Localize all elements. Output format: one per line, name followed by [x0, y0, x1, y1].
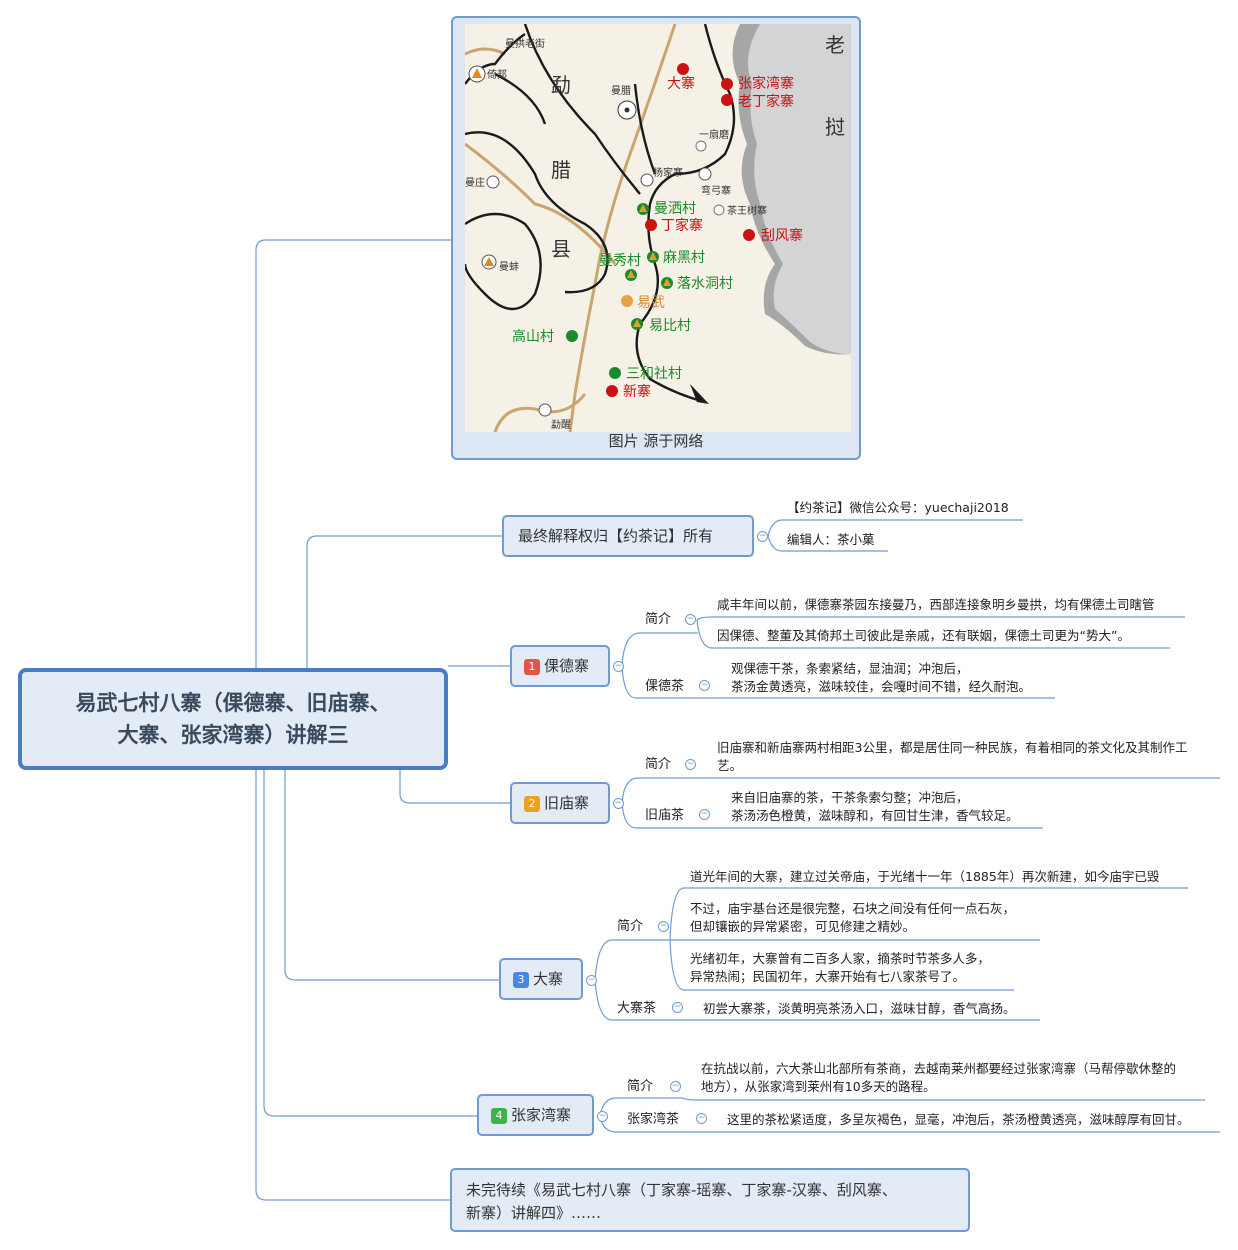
- section-4-collapse-icon[interactable]: −: [597, 1111, 608, 1122]
- section-3-name: 大寨: [533, 970, 564, 988]
- section-2-intro-collapse-icon[interactable]: −: [685, 759, 696, 770]
- section-4-intro-2: 地方），从张家湾到莱州有10多天的路程。: [701, 1079, 936, 1094]
- map-label-laowo-1: 老: [825, 33, 845, 57]
- map-label-yishanmo: 一扇磨: [699, 128, 729, 141]
- section-3-collapse-icon[interactable]: −: [586, 975, 597, 986]
- badge-3: 3: [513, 972, 529, 988]
- section-1-collapse-icon[interactable]: −: [613, 661, 624, 672]
- section-4-name: 张家湾寨: [511, 1106, 572, 1124]
- map-label-yibang: 倚邦: [487, 68, 507, 81]
- copyright-title: 最终解释权归【约茶记】所有: [518, 527, 714, 545]
- section-3-intro-collapse-icon[interactable]: −: [658, 921, 669, 932]
- map-label-sanhe: 三和社村: [626, 366, 682, 382]
- section-2-tea-label: 旧庙茶: [645, 808, 685, 823]
- footer-line2: 新寨）讲解四》……: [466, 1204, 602, 1222]
- map-label-laowo-2: 挝: [825, 115, 845, 139]
- section-3-intro-4: 光绪初年，大寨曾有二百多人家，摘茶时节茶多人多，: [690, 951, 991, 966]
- map-label-gaoshan: 高山村: [512, 328, 554, 345]
- map-label-zhangjiawan: 张家湾寨: [738, 75, 794, 92]
- section-2-intro-label: 简介: [645, 757, 672, 772]
- section-3-intro-2: 不过，庙宇基台还是很完整，石块之间没有任何一点石灰，: [690, 901, 1016, 916]
- map-label-manbang: 曼蚌: [499, 261, 519, 273]
- root-topic[interactable]: 易武七村八寨（倮德寨、旧庙寨、 大寨、张家湾寨）讲解三: [18, 668, 448, 770]
- section-4-intro-1: 在抗战以前，六大茶山北部所有茶商，去越南莱州都要经过张家湾寨（马帮停歇休整的: [701, 1061, 1177, 1076]
- section-4-intro-collapse-icon[interactable]: −: [670, 1081, 681, 1092]
- section-4-intro-label: 简介: [627, 1079, 654, 1094]
- copyright-node[interactable]: 最终解释权归【约茶记】所有: [502, 515, 754, 557]
- map-label-manzhuang: 曼庄: [465, 176, 485, 189]
- section-1-intro-label: 简介: [645, 612, 672, 627]
- copyright-editor: 编辑人：茶小菓: [787, 532, 875, 547]
- section-1-intro-2: 因倮德、整董及其倚邦土司彼此是亲戚，还有联姻，倮德土司更为“势大”。: [717, 628, 1130, 643]
- section-1-tea-label: 倮德茶: [645, 679, 685, 694]
- badge-4: 4: [491, 1108, 507, 1124]
- section-3-tea-1: 初尝大寨茶，淡黄明亮茶汤入口，滋味甘醇，香气高扬。: [703, 1001, 1016, 1016]
- map-label-luoshuidong: 落水洞村: [677, 276, 733, 292]
- map-label-xinzhai: 新寨: [623, 383, 651, 400]
- footer-line1: 未完待续《易武七村八寨（丁家寨-瑶寨、丁家寨-汉寨、刮风寨、: [466, 1181, 897, 1199]
- map-caption: 图片 源于网络: [608, 432, 704, 450]
- section-4-tea-1: 这里的茶松紧适度，多呈灰褐色，显毫，冲泡后，茶汤橙黄透亮，滋味醇厚有回甘。: [727, 1112, 1190, 1127]
- map-label-dingjiazhai: 丁家寨: [661, 217, 703, 234]
- section-3-intro-1: 道光年间的大寨，建立过关帝庙，于光绪十一年（1885年）再次新建，如今庙宇已毁: [690, 869, 1160, 884]
- badge-2: 2: [524, 796, 540, 812]
- map-label-yiwu: 易武: [637, 295, 665, 311]
- map-label-chawangshu: 茶王树寨: [727, 204, 767, 217]
- root-title-line1: 易武七村八寨（倮德寨、旧庙寨、: [75, 691, 391, 715]
- map-label-mengla-3: 县: [551, 237, 571, 261]
- section-3-intro-5: 异常热闹；民国初年，大寨开始有七八家茶号了。: [690, 969, 966, 984]
- map-label-yangjiazhai: 杨家寨: [653, 166, 683, 179]
- section-2-tea-2: 茶汤汤色橙黄，滋味醇和，有回甘生津，香气较足。: [731, 808, 1019, 823]
- root-title-line2: 大寨、张家湾寨）讲解三: [117, 723, 349, 747]
- section-1-tea-2: 茶汤金黄透亮，滋味较佳，会嘎时间不错，经久耐泡。: [731, 679, 1032, 694]
- section-1-intro-collapse-icon[interactable]: −: [685, 614, 696, 625]
- section-1-name: 倮德寨: [544, 657, 590, 675]
- section-3-tea-collapse-icon[interactable]: −: [672, 1002, 683, 1013]
- map-image: 曼拱老街 倚邦 勐 腊 县 曼腊 老 挝 大寨 张家湾寨 老丁家寨 一扇磨 杨家…: [465, 24, 851, 432]
- section-2-collapse-icon[interactable]: −: [613, 798, 624, 809]
- map-label-manla: 曼腊: [611, 85, 631, 97]
- section-3-intro-label: 简介: [617, 919, 644, 934]
- map-label-wanggongzhai: 弯弓寨: [701, 184, 731, 197]
- section-4-tea-collapse-icon[interactable]: −: [696, 1113, 707, 1124]
- section-2-intro-2: 艺。: [717, 758, 743, 773]
- map-label-mengla-2: 腊: [551, 158, 571, 182]
- footer-node[interactable]: 未完待续《易武七村八寨（丁家寨-瑶寨、丁家寨-汉寨、刮风寨、 新寨）讲解四》……: [450, 1168, 970, 1232]
- map-label-mengxing: 勐醒: [551, 418, 571, 431]
- map-label-laodingjia: 老丁家寨: [738, 93, 794, 110]
- map-label-dazhai: 大寨: [667, 75, 695, 92]
- copyright-wechat: 【约茶记】微信公众号：yuechaji2018: [787, 500, 1009, 515]
- badge-1: 1: [524, 659, 540, 675]
- section-2-intro-1: 旧庙寨和新庙寨两村相距3公里，都是居住同一种民族，有着相同的茶文化及其制作工: [717, 740, 1188, 755]
- map-label-manxiu: 曼秀村: [599, 253, 641, 269]
- map-label-mansa: 曼洒村: [654, 201, 696, 217]
- section-3-tea-label: 大寨茶: [617, 1001, 657, 1016]
- section-1-tea-1: 观倮德干茶，条索紧结，显油润；冲泡后，: [731, 661, 969, 676]
- section-2-tea-collapse-icon[interactable]: −: [699, 809, 710, 820]
- section-1-tea-collapse-icon[interactable]: −: [699, 680, 710, 691]
- map-label-mengla-1: 勐: [551, 73, 571, 97]
- section-1-intro-1: 咸丰年间以前，倮德寨茶园东接曼乃，西部连接象明乡曼拱，均有倮德土司瞎管: [717, 597, 1155, 612]
- map-label-mahei: 麻黑村: [663, 250, 705, 266]
- section-4-tea-label: 张家湾茶: [627, 1112, 680, 1127]
- copyright-collapse-icon[interactable]: −: [757, 531, 768, 542]
- section-2-tea-1: 来自旧庙寨的茶，干茶条索匀整；冲泡后，: [731, 790, 969, 805]
- map-label-guafeng: 刮风寨: [761, 227, 803, 244]
- map-node[interactable]: 曼拱老街 倚邦 勐 腊 县 曼腊 老 挝 大寨 张家湾寨 老丁家寨 一扇磨 杨家…: [451, 16, 861, 460]
- section-2-name: 旧庙寨: [544, 794, 590, 812]
- section-3-intro-3: 但却镶嵌的异常紧密，可见修建之精妙。: [690, 919, 916, 934]
- map-label-yibi: 易比村: [649, 318, 691, 334]
- map-label-manggong: 曼拱老街: [505, 37, 545, 50]
